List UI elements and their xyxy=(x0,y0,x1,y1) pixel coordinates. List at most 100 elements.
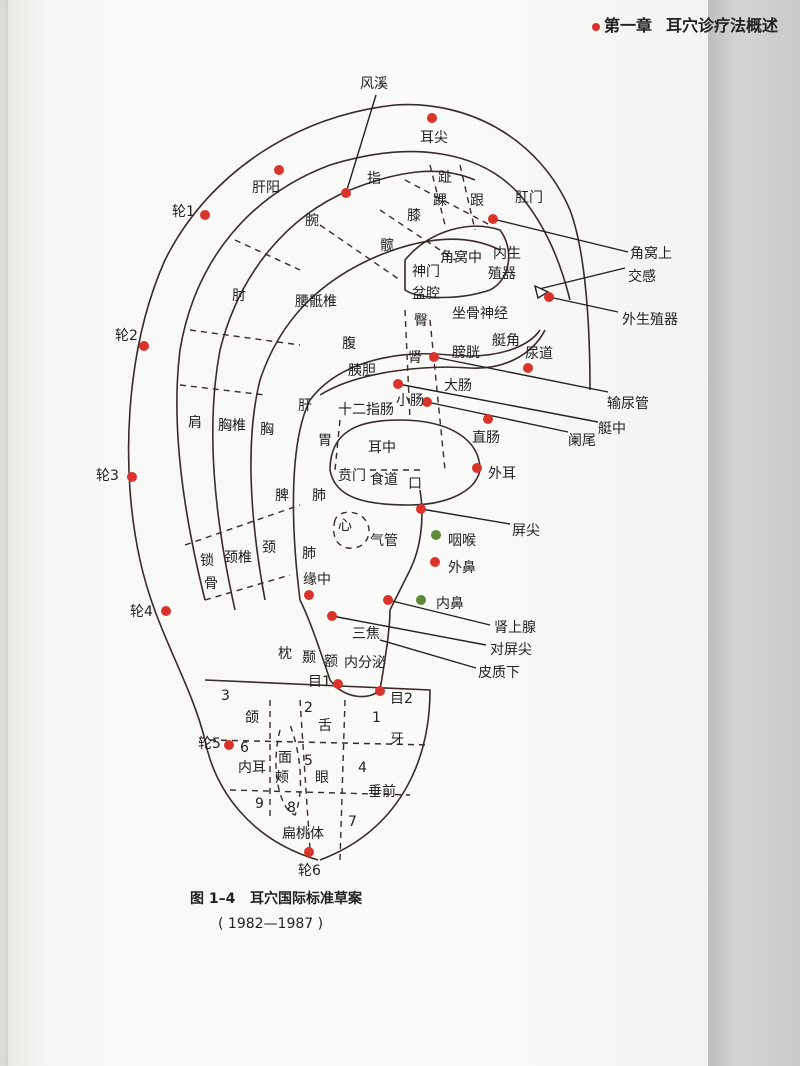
zone-divider xyxy=(333,511,370,549)
label-xiongzhui: 胸椎 xyxy=(218,418,246,434)
leader-line xyxy=(379,639,477,669)
label-ganyang: 肝阳 xyxy=(252,180,280,196)
figure-title: 耳穴国际标准草案 xyxy=(249,891,362,907)
acupoint-marker xyxy=(375,686,385,696)
acupoint-marker xyxy=(393,379,403,389)
label-tun: 臀 xyxy=(414,313,428,329)
helix-inner-rim xyxy=(176,150,571,601)
label-waishengzhiqi: 外生殖器 xyxy=(622,311,678,328)
label-yanhou: 咽喉 xyxy=(448,533,476,549)
label-lun1: 轮1 xyxy=(172,204,195,220)
acupoint-marker xyxy=(416,504,426,514)
label-fengxi: 风溪 xyxy=(360,76,388,92)
header-bullet-icon xyxy=(592,23,600,31)
label-neifenmi: 内分泌 xyxy=(344,655,386,671)
label-yidan: 胰胆 xyxy=(348,363,376,379)
leader-line xyxy=(397,383,599,423)
label-jiaowoshang: 角窝上 xyxy=(630,245,672,262)
label-zhi-toe: 趾 xyxy=(438,170,452,186)
zone-divider xyxy=(404,179,491,226)
zone-divider xyxy=(334,419,341,471)
leader-line xyxy=(548,296,619,313)
label-mu1: 目1 xyxy=(308,674,331,690)
label-gu: 骨 xyxy=(204,576,218,592)
label-erjian: 耳尖 xyxy=(420,130,448,146)
zone-divider xyxy=(204,574,291,601)
zone-divider xyxy=(229,789,411,796)
label-n9: 9 xyxy=(255,796,264,812)
acupoint-marker xyxy=(427,113,437,123)
acupoint-marker xyxy=(430,557,440,567)
acupoint-marker xyxy=(544,292,554,302)
label-lun5: 轮5 xyxy=(198,736,221,752)
acupoint-marker xyxy=(224,740,234,750)
leader-line xyxy=(387,599,491,626)
leader-line xyxy=(345,94,377,194)
zone-divider xyxy=(209,739,431,746)
chapter-label: 第一章 xyxy=(604,16,653,35)
arrow-icon xyxy=(533,284,550,300)
label-gangmen: 肛门 xyxy=(515,190,543,206)
acupoint-marker xyxy=(304,847,314,857)
zone-divider xyxy=(189,329,301,346)
label-jiaowozhong: 角窝中 xyxy=(440,249,482,266)
triangular-fossa xyxy=(404,225,510,299)
label-mianjia1: 面 xyxy=(278,750,292,766)
zone-divider xyxy=(275,724,302,816)
acupoint-marker xyxy=(139,341,149,351)
label-n7: 7 xyxy=(348,814,357,830)
zone-divider xyxy=(234,239,301,271)
label-xiaochang: 小肠 xyxy=(396,393,424,409)
label-n6: 6 xyxy=(240,740,249,756)
label-fei2: 肺 xyxy=(302,546,316,562)
label-pizhixia: 皮质下 xyxy=(478,665,520,681)
zone-divider xyxy=(459,164,476,231)
label-neisheng2: 殖器 xyxy=(488,265,516,282)
label-lun2: 轮2 xyxy=(115,328,138,344)
label-lun4: 轮4 xyxy=(130,604,153,620)
label-neibi: 内鼻 xyxy=(436,595,464,612)
label-lun3: 轮3 xyxy=(96,468,119,484)
acupoint-marker xyxy=(200,210,210,220)
label-e: 额 xyxy=(324,654,338,670)
acupoint-marker xyxy=(416,595,426,605)
book-page xyxy=(8,0,708,1066)
leader-line xyxy=(426,401,569,433)
label-waibi: 外鼻 xyxy=(448,559,476,576)
label-n4: 4 xyxy=(358,760,367,776)
label-sanjiao: 三焦 xyxy=(352,626,380,642)
leader-line xyxy=(433,356,609,393)
cymba-line xyxy=(319,329,546,396)
label-zhen: 枕 xyxy=(278,646,292,662)
antitragus-outline xyxy=(299,599,391,698)
zone-divider xyxy=(404,309,411,421)
zone-divider xyxy=(429,319,446,471)
zone-divider xyxy=(339,699,346,861)
chapter-title: 耳穴诊疗法概述 xyxy=(666,16,779,35)
label-shierzhichang: 十二指肠 xyxy=(338,402,394,418)
label-wan: 腕 xyxy=(305,213,319,229)
acupoint-marker xyxy=(333,679,343,689)
label-duipingjian: 对屏尖 xyxy=(490,642,532,658)
label-fu: 腹 xyxy=(342,335,356,352)
label-penqiang: 盆腔 xyxy=(412,286,440,302)
leader-line xyxy=(534,267,626,291)
label-ya: 牙 xyxy=(390,732,404,748)
label-pi: 脾 xyxy=(275,488,289,504)
label-qiguan: 气管 xyxy=(370,533,398,549)
label-zhou: 肘 xyxy=(232,288,246,304)
label-shen: 肾 xyxy=(408,350,422,366)
page-edge xyxy=(708,0,800,1066)
label-shenshangxian: 肾上腺 xyxy=(494,620,536,636)
label-nie: 颞 xyxy=(302,650,316,666)
label-erzhong: 耳中 xyxy=(368,440,396,456)
label-she: 舌 xyxy=(318,718,332,734)
label-waier: 外耳 xyxy=(488,466,516,482)
label-tingzhong: 艇中 xyxy=(598,421,626,437)
acupoint-marker xyxy=(274,165,284,175)
acupoint-marker xyxy=(472,463,482,473)
acupoint-marker xyxy=(429,352,439,362)
label-n2: 2 xyxy=(304,700,313,716)
label-niaodao: 尿道 xyxy=(525,346,553,362)
helix-outline xyxy=(127,103,591,861)
